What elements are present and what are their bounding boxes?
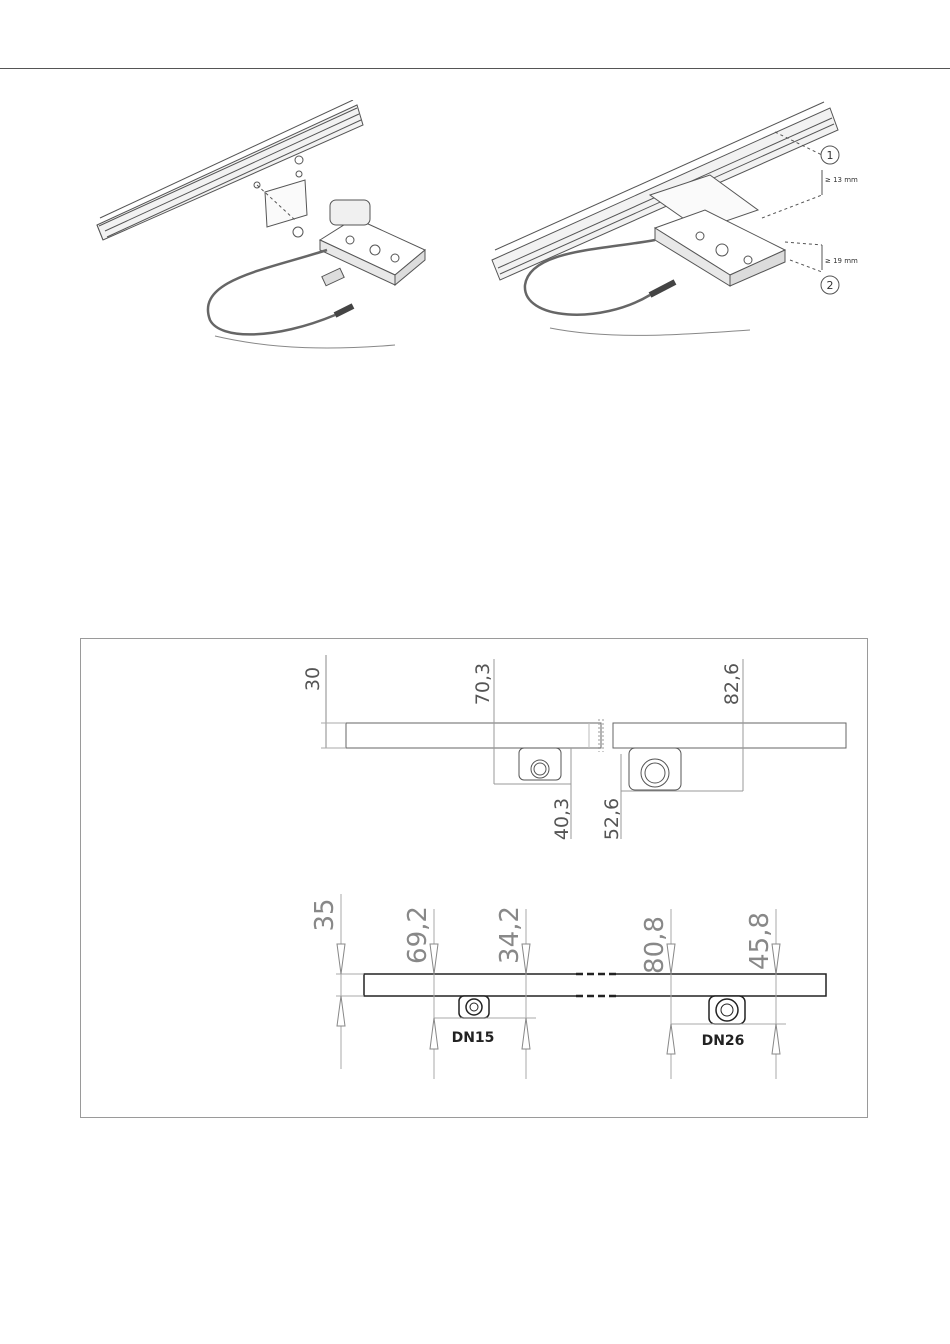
dim-right-total-lower: 80,8 <box>640 916 670 974</box>
callout-2: 2 <box>827 279 834 292</box>
header-rule <box>0 68 950 69</box>
clearance-bottom-label: ≥ 19 mm <box>825 257 858 265</box>
dim-right-total-upper: 82,6 <box>721 663 743 705</box>
clearance-top-label: ≥ 13 mm <box>825 176 858 184</box>
dimension-drawings: 30 70,3 82,6 40,3 52,6 <box>81 639 869 1119</box>
dim-left-total-upper: 70,3 <box>472 663 494 705</box>
dim-right-clip-upper: 52,6 <box>601 798 623 840</box>
clearance-illustration: 1 2 ≥ 13 mm ≥ 19 mm <box>490 100 870 350</box>
rail-mount-illustration <box>95 100 435 350</box>
callout-1: 1 <box>827 149 834 162</box>
pipe-label-dn26: DN26 <box>702 1033 745 1049</box>
dim-left-clip-upper: 40,3 <box>551 798 573 840</box>
pipe-label-dn15: DN15 <box>452 1030 495 1046</box>
dim-rail-height-upper: 30 <box>302 667 324 691</box>
dim-rail-height-lower: 35 <box>310 898 340 931</box>
dim-right-clip-lower: 45,8 <box>745 912 775 970</box>
dimension-drawings-frame: 30 70,3 82,6 40,3 52,6 <box>80 638 868 1118</box>
dim-left-clip-lower: 34,2 <box>495 906 525 964</box>
dim-left-total-lower: 69,2 <box>403 906 433 964</box>
